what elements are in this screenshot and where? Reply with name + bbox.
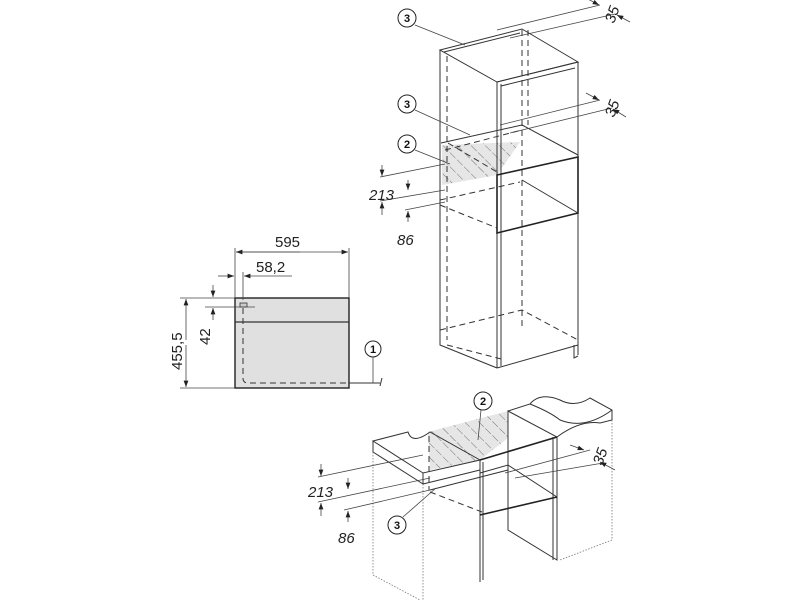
callout-1: 1 <box>370 344 376 356</box>
dim-213-tall: 213 <box>368 187 395 204</box>
dim-35-base: 35 <box>590 445 612 467</box>
cable-path <box>242 308 349 384</box>
dim-35-shelf: 35 <box>602 97 624 119</box>
ventilation-cutout-2 <box>442 142 520 185</box>
callout-2-cutout: 2 <box>404 139 410 151</box>
callout-3-top: 3 <box>404 13 410 25</box>
front-view: 595 58,2 455,5 42 1 <box>169 234 383 389</box>
dim-offset-label: 58,2 <box>256 259 285 276</box>
tall-cabinet: 3 3 2 35 35 213 86 <box>368 0 631 369</box>
dim-213-base: 213 <box>307 484 334 501</box>
dim-35-top: 35 <box>602 3 624 25</box>
dim-86-tall: 86 <box>397 232 414 249</box>
dim-height-label: 455,5 <box>169 332 186 370</box>
appliance-front <box>234 297 350 389</box>
callout-2-base: 2 <box>480 396 486 408</box>
base-cabinet-assembly: 2 3 35 213 86 <box>307 391 616 600</box>
ventilation-cutout-2-base <box>428 411 508 470</box>
callout-3-shelf: 3 <box>404 99 410 111</box>
connection-marker <box>239 302 248 308</box>
dim-86-base: 86 <box>338 530 355 547</box>
dim-top-offset-label: 42 <box>197 328 214 345</box>
callout-3-base: 3 <box>394 520 400 532</box>
dim-width-label: 595 <box>275 234 300 251</box>
